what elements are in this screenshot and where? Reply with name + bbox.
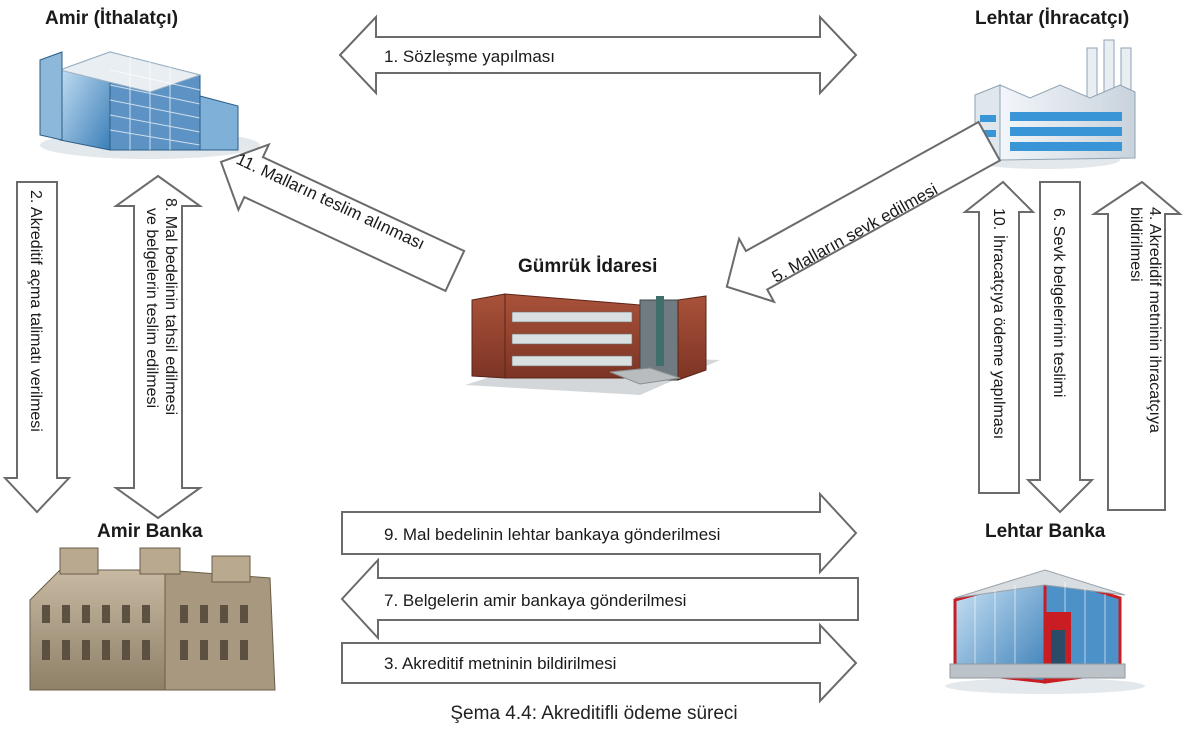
arrow-9 (341, 491, 858, 575)
step-10-label: 10. İhracatçıya ödeme yapılması (990, 208, 1009, 439)
customs-label: Gümrük İdaresi (518, 256, 658, 277)
arrow-11-body (219, 142, 466, 293)
arrow-10 (962, 180, 1036, 494)
arrow-1 (338, 14, 858, 96)
figure-caption: Şema 4.4: Akreditifli ödeme süreci (450, 703, 738, 724)
arrow-2 (2, 181, 72, 514)
step-8-label-line2: ve belgelerin teslim edilmesi (143, 208, 160, 408)
step-1-label: 1. Sözleşme yapılması (384, 47, 555, 66)
arrow-4 (1090, 180, 1183, 511)
arrow-8 (112, 174, 204, 520)
importer-label: Amir (İthalatçı) (45, 8, 179, 29)
customs-building-icon (465, 293, 720, 395)
step-2-label: 2. Akreditif açma talimatı verilmesi (27, 190, 44, 432)
office-building-icon (39, 51, 260, 159)
step-6-label: 6. Sevk belgelerinin teslimi (1050, 208, 1067, 397)
exporter-bank-label: Lehtar Banka (985, 521, 1106, 542)
step-4-label-line2: bildirilmesi (1127, 207, 1144, 282)
step-3-label: 3. Akreditif metninin bildirilmesi (384, 654, 616, 673)
step-8-label-line1: 8. Mal bedelinin tahsil edilmesi (162, 198, 179, 415)
step-4-label-line1: 4. Akredidif metninin ihracatçıya (1146, 207, 1163, 433)
step-7-label: 7. Belgelerin amir bankaya gönderilmesi (384, 591, 686, 610)
arrow-7 (340, 557, 859, 641)
importer-bank-label: Amir Banka (97, 521, 203, 542)
arrow-5 (725, 120, 1002, 304)
modern-bank-building-icon (945, 569, 1145, 694)
exporter-label: Lehtar (İhracatçı) (975, 8, 1130, 29)
classic-bank-building-icon (29, 547, 276, 691)
arrow-6 (1025, 181, 1095, 514)
factory-icon (970, 39, 1136, 169)
arrow-3 (341, 622, 858, 704)
step-9-label: 9. Mal bedelinin lehtar bankaya gönderil… (384, 525, 720, 544)
